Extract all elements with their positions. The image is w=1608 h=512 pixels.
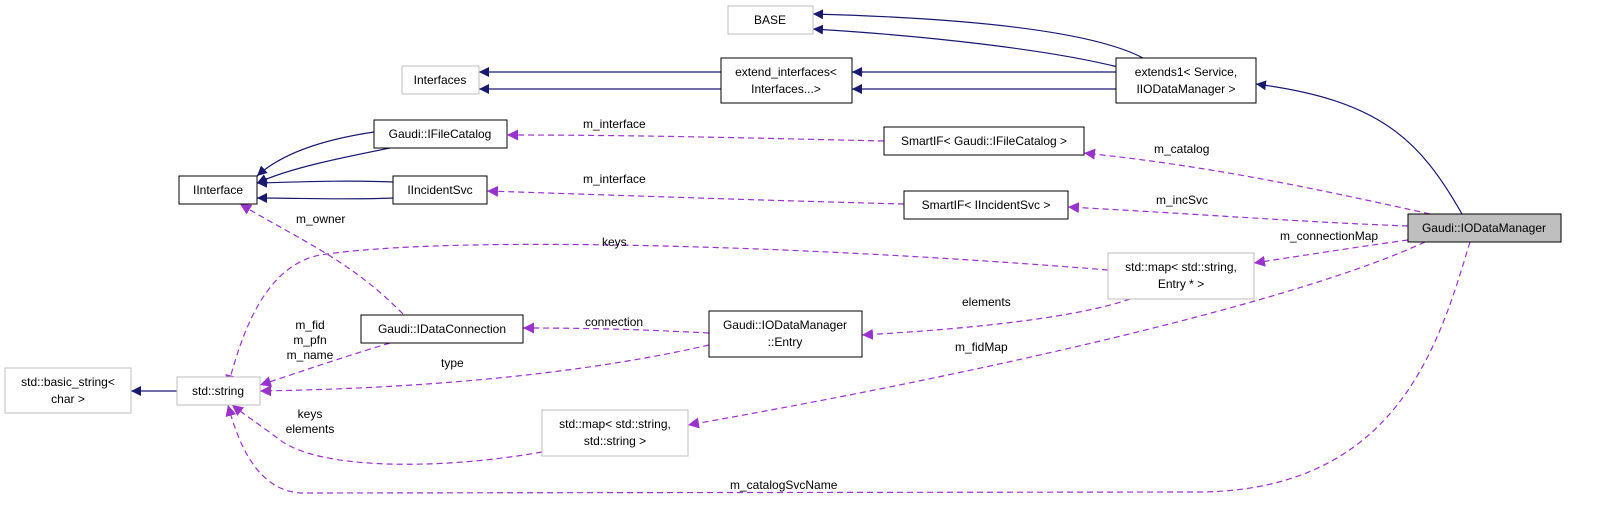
svg-text:Entry * >: Entry * >: [1158, 277, 1204, 291]
svg-text:IIncidentSvc: IIncidentSvc: [407, 183, 472, 197]
svg-text:SmartIF< IIncidentSvc >: SmartIF< IIncidentSvc >: [922, 198, 1051, 212]
inheritance-edges: [131, 9, 1463, 396]
svg-text:std::map< std::string,: std::map< std::string,: [1125, 260, 1237, 274]
node-entry[interactable]: Gaudi::IODataManager ::Entry: [708, 310, 863, 358]
edge-label-connection: connection: [585, 315, 643, 329]
svg-text:Gaudi::IFileCatalog: Gaudi::IFileCatalog: [389, 127, 492, 141]
svg-text:SmartIF< Gaudi::IFileCatalog >: SmartIF< Gaudi::IFileCatalog >: [901, 134, 1067, 148]
svg-text:::Entry: ::Entry: [768, 335, 803, 349]
node-extends1[interactable]: extends1< Service, IIODataManager >: [1115, 57, 1257, 104]
node-iodatamanager[interactable]: Gaudi::IODataManager: [1407, 213, 1562, 243]
svg-text:Gaudi::IODataManager: Gaudi::IODataManager: [1422, 221, 1546, 235]
node-interfaces[interactable]: Interfaces: [401, 65, 480, 95]
edge-label-m-catalogsvcname: m_catalogSvcName: [730, 478, 838, 492]
edge-labels: m_interface m_interface m_catalog m_incS…: [286, 117, 1379, 492]
svg-text:extend_interfaces<: extend_interfaces<: [735, 65, 837, 79]
edge-label-elements: elements: [286, 422, 335, 436]
svg-text:char >: char >: [51, 392, 85, 406]
edge-label-keys: keys: [298, 407, 323, 421]
svg-text:extends1< Service,: extends1< Service,: [1135, 65, 1237, 79]
svg-text:std::basic_string<: std::basic_string<: [21, 375, 115, 389]
svg-text:Interfaces: Interfaces: [414, 73, 467, 87]
node-ifilecatalog[interactable]: Gaudi::IFileCatalog: [373, 119, 508, 149]
usage-edges: [225, 129, 1471, 494]
svg-text:std::map< std::string,: std::map< std::string,: [559, 417, 671, 431]
node-idataconnection[interactable]: Gaudi::IDataConnection: [360, 314, 524, 344]
edge-label-m-catalog: m_catalog: [1154, 142, 1209, 156]
edge-label-m-fidmap: m_fidMap: [955, 340, 1008, 354]
edge-label-m-connectionmap: m_connectionMap: [1280, 229, 1378, 243]
edge-label-m-owner: m_owner: [296, 212, 345, 226]
node-extend-interfaces[interactable]: extend_interfaces< Interfaces...>: [720, 57, 853, 104]
node-map-entry[interactable]: std::map< std::string, Entry * >: [1107, 252, 1255, 300]
svg-text:Gaudi::IODataManager: Gaudi::IODataManager: [723, 318, 847, 332]
svg-text:std::string >: std::string >: [584, 434, 646, 448]
edge-label-elements: elements: [962, 295, 1011, 309]
edge-label-m-interface: m_interface: [583, 117, 646, 131]
svg-text:Gaudi::IDataConnection: Gaudi::IDataConnection: [378, 322, 506, 336]
node-map-string[interactable]: std::map< std::string, std::string >: [541, 409, 689, 457]
node-smartif-catalog[interactable]: SmartIF< Gaudi::IFileCatalog >: [883, 126, 1085, 156]
node-base[interactable]: BASE: [727, 5, 814, 35]
svg-text:BASE: BASE: [754, 13, 786, 27]
edge-label-m-name: m_name: [287, 348, 334, 362]
node-string[interactable]: std::string: [176, 376, 261, 406]
node-basic-string[interactable]: std::basic_string< char >: [4, 367, 132, 414]
node-iincidentsvc[interactable]: IIncidentSvc: [392, 175, 488, 205]
edge-label-m-pfn: m_pfn: [293, 333, 326, 347]
edge-label-m-interface: m_interface: [583, 172, 646, 186]
svg-text:IIODataManager >: IIODataManager >: [1136, 82, 1235, 96]
svg-text:std::string: std::string: [192, 384, 244, 398]
edge-label-m-fid: m_fid: [295, 318, 324, 332]
svg-text:Interfaces...>: Interfaces...>: [751, 82, 821, 96]
edge-label-keys: keys: [602, 235, 627, 249]
edge-label-type: type: [441, 356, 464, 370]
node-iinterface[interactable]: IInterface: [178, 175, 258, 205]
node-smartif-incsvc[interactable]: SmartIF< IIncidentSvc >: [903, 190, 1069, 220]
edge-label-m-incsvc: m_incSvc: [1156, 193, 1208, 207]
svg-text:IInterface: IInterface: [193, 183, 243, 197]
